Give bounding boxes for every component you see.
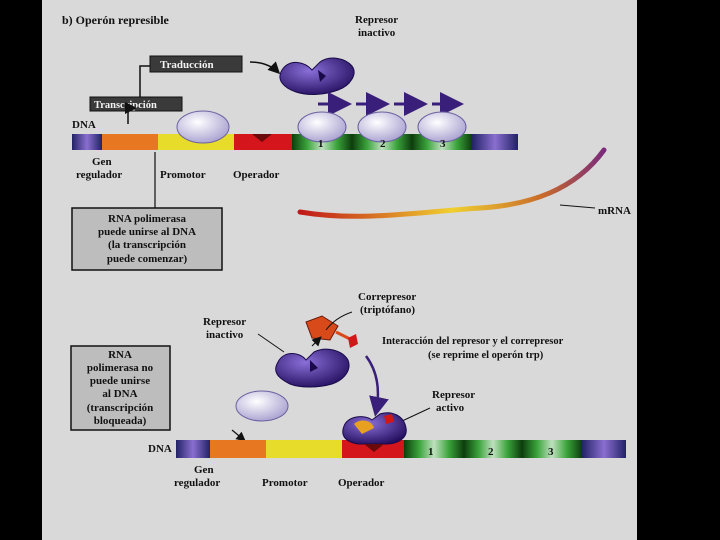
bottom-regulator-gene — [210, 440, 266, 458]
top-rna-polymerase-1 — [297, 111, 347, 143]
mrna-strand — [297, 147, 607, 219]
top-rna-polymerase-3 — [417, 111, 467, 143]
top-gene-number-1: 1 — [318, 138, 324, 150]
top-regulator-gene — [102, 134, 158, 150]
binding-arrow — [311, 336, 322, 347]
top-rna-polymerase-2 — [357, 111, 407, 143]
bottom-rna-polymerase — [235, 390, 289, 422]
bottom-info-box — [70, 345, 171, 431]
corepressor-label-2: (triptófano) — [360, 304, 415, 316]
top-rna-polymerase — [176, 110, 230, 144]
bottom-active-repressor — [342, 412, 407, 452]
bottom-promoter — [266, 440, 342, 458]
activation-arrow — [364, 355, 389, 417]
bottom-box-line-1: RNA — [108, 349, 132, 361]
interaction-label-2: (se reprime el operón trp) — [428, 350, 544, 361]
top-regulator-label-1: Gen — [92, 156, 112, 168]
bottom-regulator-label-1: Gen — [194, 464, 214, 476]
top-regulator-label-2: regulador — [76, 169, 122, 181]
top-inactive-repressor — [279, 57, 355, 95]
corepressor-molecule — [305, 315, 358, 348]
bottom-box-line-3: puede unirse — [90, 375, 150, 387]
active-repressor-label-2: activo — [436, 402, 465, 414]
translation-label: Traducción — [160, 59, 214, 71]
bottom-box-line-4: al DNA — [102, 388, 137, 400]
corepressor-label-1: Correpresor — [358, 291, 416, 303]
bottom-box-line-5: (transcripción — [87, 402, 154, 414]
bottom-operator-label: Operador — [338, 477, 385, 489]
bottom-gene-number-3: 3 — [548, 446, 554, 458]
active-repressor-pointer — [399, 407, 431, 423]
polymerase-blocked-arrow — [231, 429, 246, 442]
bottom-promoter-label: Promotor — [262, 477, 308, 489]
transcription-label: Transcripción — [94, 100, 157, 111]
bottom-inactive-repressor-label-2: inactivo — [206, 329, 244, 341]
top-gene-number-3: 3 — [440, 138, 446, 150]
mrna-pointer — [559, 204, 596, 209]
top-dna-label: DNA — [72, 119, 96, 131]
interaction-label-1: Interacción del represor y el correpreso… — [382, 336, 564, 347]
top-gene-number-2: 2 — [380, 138, 386, 150]
bottom-gene-number-1: 1 — [428, 446, 434, 458]
translation-box — [149, 55, 243, 73]
bottom-dna-strand — [176, 440, 626, 458]
active-repressor-label-1: Represor — [432, 389, 475, 401]
top-repressor-label-1: Represor — [355, 14, 398, 26]
bottom-box-line-2: polimerasa no — [87, 362, 154, 374]
mrna-label: mRNA — [598, 205, 631, 217]
bottom-gene-2 — [464, 440, 522, 458]
bottom-gene-1 — [404, 440, 464, 458]
bottom-box-line-6: bloqueada) — [94, 415, 147, 427]
transcription-arrow — [124, 102, 137, 124]
top-promoter-label: Promotor — [160, 169, 206, 181]
bottom-inactive-repressor-label-1: Represor — [203, 316, 246, 328]
bottom-inactive-repressor — [275, 348, 350, 388]
figure-title: b) Operón represible — [62, 13, 170, 27]
bottom-gene-3 — [522, 440, 582, 458]
top-box-line-4: puede comenzar) — [107, 253, 188, 265]
bottom-regulator-label-2: regulador — [174, 477, 220, 489]
translation-link — [139, 65, 150, 108]
top-operator-label: Operador — [233, 169, 280, 181]
top-box-line-2: puede unirse al DNA — [98, 226, 196, 238]
top-repressor-label-2: inactivo — [358, 27, 396, 39]
bottom-gene-number-2: 2 — [488, 446, 494, 458]
top-box-line-1: RNA polimerasa — [108, 213, 186, 225]
top-box-line-3: (la transcripción — [108, 239, 186, 251]
top-info-box — [71, 207, 223, 271]
translation-arrow — [249, 61, 281, 75]
bottom-dna-label: DNA — [148, 443, 172, 455]
corepressor-pointer — [325, 311, 353, 331]
top-operator — [234, 134, 292, 150]
bottom-repressor-pointer — [257, 333, 285, 353]
